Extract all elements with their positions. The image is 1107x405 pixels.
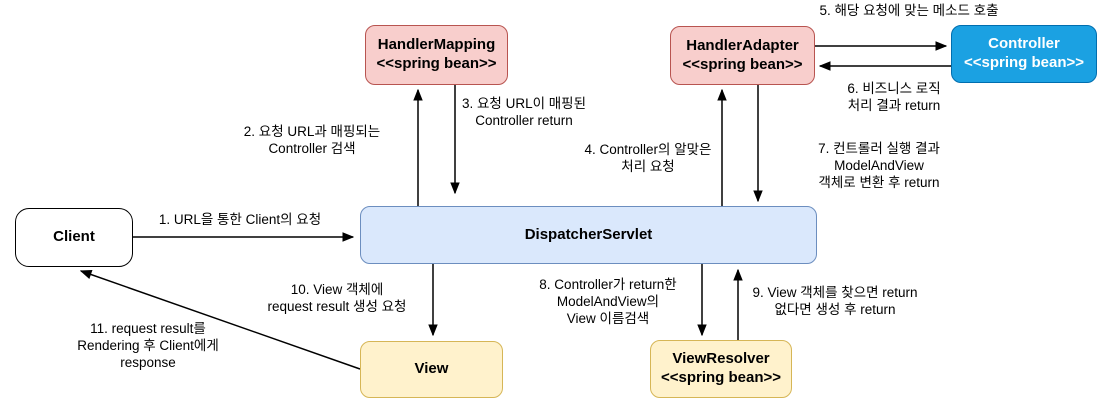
edge-label-8: 8. Controller가 return한 ModelAndView의 Vie… xyxy=(539,277,677,326)
handler-mapping-title: HandlerMapping xyxy=(377,36,496,54)
controller-node: Controller <<spring bean>> xyxy=(951,25,1097,83)
view-resolver-node: ViewResolver <<spring bean>> xyxy=(650,340,792,398)
edge-label-10: 10. View 객체에 request result 생성 요청 xyxy=(267,282,407,314)
edge-label-4: 4. Controller의 알맞은 처리 요청 xyxy=(584,142,712,174)
handler-mapping-stereotype: <<spring bean>> xyxy=(376,55,497,72)
view-resolver-stereotype: <<spring bean>> xyxy=(660,369,782,386)
edge-label-1: 1. URL을 통한 Client의 요청 xyxy=(158,212,322,227)
handler-mapping-node: HandlerMapping <<spring bean>> xyxy=(365,25,508,85)
edge-label-11: 11. request result를 Rendering 후 Client에게… xyxy=(77,321,219,370)
edge-label-7: 7. 컨트롤러 실행 결과 ModelAndView 객체로 변환 후 retu… xyxy=(818,141,940,190)
handler-adapter-node: HandlerAdapter <<spring bean>> xyxy=(670,26,815,85)
handler-adapter-stereotype: <<spring bean>> xyxy=(682,55,803,73)
client-node: Client xyxy=(15,208,133,267)
dispatcher-servlet-node: DispatcherServlet xyxy=(360,206,817,264)
view-node: View xyxy=(360,341,503,398)
view-resolver-title: ViewResolver xyxy=(672,350,770,368)
controller-stereotype: <<spring bean>> xyxy=(963,54,1085,71)
controller-title: Controller xyxy=(988,35,1060,53)
edge-label-9: 9. View 객체를 찾으면 return 없다면 생성 후 return xyxy=(752,285,918,317)
view-title: View xyxy=(414,360,449,378)
dispatcher-servlet-title: DispatcherServlet xyxy=(524,225,653,243)
arrow-11-view-to-client xyxy=(81,271,361,370)
edge-label-6: 6. 비즈니스 로직 처리 결과 return xyxy=(847,81,941,113)
edge-label-2: 2. 요청 URL과 매핑되는 Controller 검색 xyxy=(243,124,381,156)
edge-label-5: 5. 해당 요청에 맞는 메소드 호출 xyxy=(819,3,999,18)
handler-adapter-title: HandlerAdapter xyxy=(686,36,799,54)
client-title: Client xyxy=(53,228,95,246)
edge-label-3: 3. 요청 URL이 매핑된 Controller return xyxy=(461,96,587,128)
